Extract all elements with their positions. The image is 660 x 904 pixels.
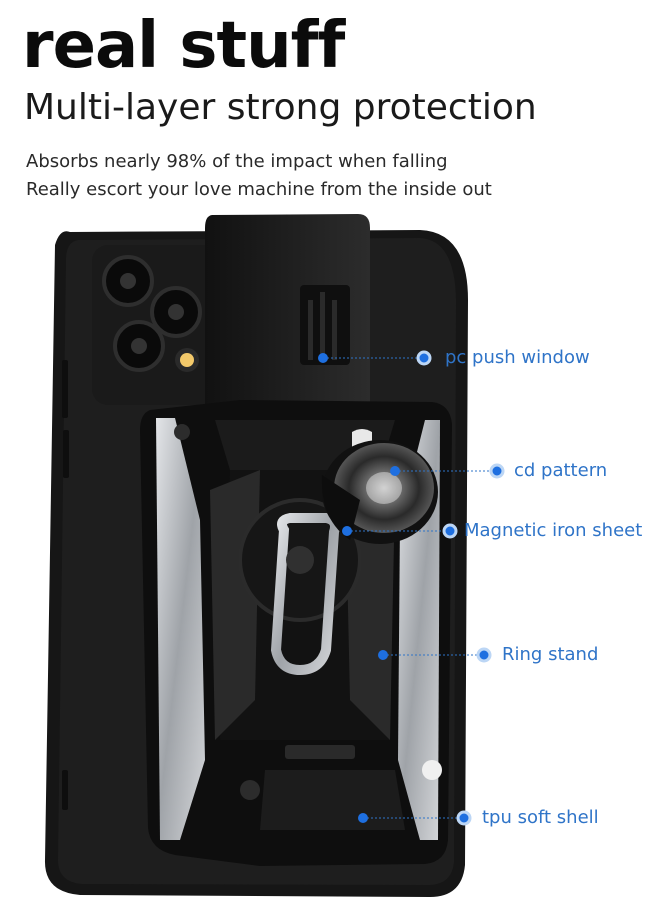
ring-stand xyxy=(238,498,362,676)
pc-push-window xyxy=(205,214,370,414)
dot-cd-end xyxy=(489,463,505,479)
headline: real stuff xyxy=(22,9,345,83)
callout-cd-pattern: cd pattern xyxy=(514,460,608,481)
callout-ring-stand: Ring stand xyxy=(502,644,599,665)
subheadline: Multi-layer strong protection xyxy=(24,87,537,128)
camera-module xyxy=(92,245,232,405)
callout-tpu-soft-shell: tpu soft shell xyxy=(482,807,599,828)
dot-ring-start xyxy=(378,650,388,660)
cd-pattern-disc xyxy=(321,440,438,544)
dot-pc-window-end xyxy=(416,350,432,366)
description: Absorbs nearly 98% of the impact when fa… xyxy=(26,148,492,204)
description-line-1: Absorbs nearly 98% of the impact when fa… xyxy=(26,151,448,172)
callout-dots xyxy=(318,350,505,826)
dot-magnet-end xyxy=(442,523,458,539)
description-line-2: Really escort your love machine from the… xyxy=(26,179,492,200)
dot-ring-end xyxy=(476,647,492,663)
callout-magnetic-iron-sheet: Magnetic iron sheet xyxy=(464,520,643,541)
dot-magnet-start xyxy=(342,526,352,536)
dot-tpu-start xyxy=(358,813,368,823)
dot-pc-window-start xyxy=(318,353,328,363)
callout-pc-push-window: pc push window xyxy=(445,347,590,368)
callout-leaders xyxy=(323,357,497,819)
dot-cd-start xyxy=(390,466,400,476)
dot-tpu-end xyxy=(456,810,472,826)
